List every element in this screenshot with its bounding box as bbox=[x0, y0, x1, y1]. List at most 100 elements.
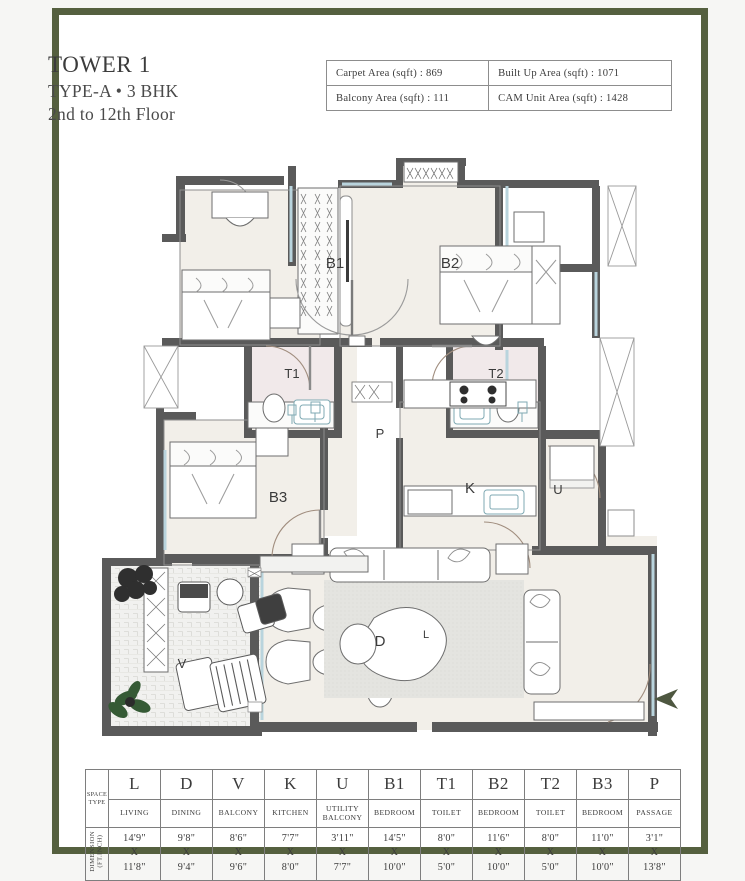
col-name-t1: TOILET bbox=[420, 799, 473, 828]
floor-plan-drawing: B1 B2 T1 T2 P B3 K U V D L bbox=[52, 150, 708, 750]
col-code-b2: B2 bbox=[472, 769, 525, 800]
row-header-dimension: DIMENSION (FT.INCH) bbox=[85, 826, 109, 881]
dim-w: 9'8" bbox=[177, 833, 196, 844]
col-name-v: BALCONY bbox=[212, 799, 265, 828]
plant-icon bbox=[108, 680, 151, 718]
balcony-furniture bbox=[108, 565, 287, 718]
dim-sep: X bbox=[182, 847, 191, 859]
row-header-dimension-label: DIMENSION (FT.INCH) bbox=[89, 831, 104, 873]
dim-w: 3'11" bbox=[331, 833, 354, 844]
col-code-d: D bbox=[160, 769, 213, 800]
dim-h: 10'0" bbox=[591, 861, 614, 873]
page-title: TOWER 1 bbox=[48, 52, 151, 77]
carpet-area-cell: Carpet Area (sqft) : 869 bbox=[325, 60, 490, 86]
table-row: Carpet Area (sqft) : 869 Built Up Area (… bbox=[325, 60, 672, 86]
balcony-area-cell: Balcony Area (sqft) : 111 bbox=[325, 85, 490, 111]
col-name-d: DINING bbox=[160, 799, 213, 828]
room-label-l: L bbox=[423, 629, 429, 641]
dim-sep: X bbox=[598, 847, 607, 859]
table-row-names: LIVING DINING BALCONY KITCHEN UTILITY BA… bbox=[86, 799, 681, 828]
dim-sep: X bbox=[546, 847, 555, 859]
col-name-l: LIVING bbox=[108, 799, 161, 828]
col-code-k: K bbox=[264, 769, 317, 800]
room-label-k: K bbox=[465, 480, 475, 497]
col-dim-d: 9'8" X 9'4" bbox=[160, 826, 213, 881]
dim-w: 7'7" bbox=[281, 833, 300, 844]
col-name-b3: BEDROOM bbox=[576, 799, 629, 828]
room-label-t2: T2 bbox=[488, 366, 503, 381]
cam-unit-area-cell: CAM Unit Area (sqft) : 1428 bbox=[488, 85, 672, 111]
floor-plan-page: TOWER 1 TYPE-A • 3 BHK 2nd to 12th Floor… bbox=[48, 8, 708, 881]
tv-console bbox=[259, 555, 645, 721]
header: TOWER 1 TYPE-A • 3 BHK 2nd to 12th Floor… bbox=[48, 52, 672, 137]
col-code-t2: T2 bbox=[524, 769, 577, 800]
dim-sep: X bbox=[494, 847, 503, 859]
built-up-area-cell: Built Up Area (sqft) : 1071 bbox=[488, 60, 672, 86]
dim-sep: X bbox=[442, 847, 451, 859]
tap-icon bbox=[517, 401, 528, 422]
dim-h: 5'0" bbox=[541, 861, 560, 873]
dim-h: 10'0" bbox=[487, 861, 510, 873]
dim-sep: X bbox=[286, 847, 295, 859]
dim-w: 11'0" bbox=[591, 833, 614, 844]
wardrobes bbox=[143, 161, 459, 673]
col-name-p: PASSAGE bbox=[628, 799, 681, 828]
service-shafts bbox=[143, 185, 637, 447]
dim-h: 10'0" bbox=[383, 861, 406, 873]
dim-w: 14'9" bbox=[123, 833, 146, 844]
room-label-b3: B3 bbox=[269, 489, 287, 506]
dim-w: 14'5" bbox=[383, 833, 406, 844]
col-code-v: V bbox=[212, 769, 265, 800]
table-row-space-type: SPACE TYPE L D V K U B1 T1 B2 T2 B3 P bbox=[85, 769, 681, 828]
dim-h: 7'7" bbox=[333, 861, 352, 873]
room-label-p: P bbox=[376, 426, 385, 441]
unit-type-label: TYPE-A • 3 BHK bbox=[48, 80, 179, 101]
dim-sep: X bbox=[390, 847, 399, 859]
area-summary-table: Carpet Area (sqft) : 869 Built Up Area (… bbox=[325, 60, 672, 111]
room-label-t1: T1 bbox=[284, 366, 299, 381]
dim-w: 11'6" bbox=[487, 833, 510, 844]
plant-icon bbox=[114, 565, 157, 602]
room-label-u: U bbox=[553, 482, 562, 497]
room-label-b1: B1 bbox=[326, 255, 344, 272]
tap-icon bbox=[310, 401, 321, 422]
living-set bbox=[265, 543, 561, 698]
title-block: TOWER 1 TYPE-A • 3 BHK 2nd to 12th Floor bbox=[48, 52, 308, 126]
dim-h: 11'8" bbox=[123, 861, 146, 873]
dim-w: 8'0" bbox=[541, 833, 560, 844]
floor-range-label: 2nd to 12th Floor bbox=[48, 103, 176, 124]
col-dim-k: 7'7" X 8'0" bbox=[264, 826, 317, 881]
col-name-b1: BEDROOM bbox=[368, 799, 421, 828]
col-dim-b2: 11'6" X 10'0" bbox=[472, 826, 525, 881]
direction-arrow-icon bbox=[654, 689, 678, 709]
dim-h: 8'0" bbox=[281, 861, 300, 873]
room-label-d: D bbox=[375, 633, 386, 650]
col-code-l: L bbox=[108, 769, 161, 800]
col-name-u: UTILITY BALCONY bbox=[316, 799, 369, 828]
row-header-space-type-label: SPACE TYPE bbox=[86, 791, 108, 806]
floor-plan-svg: B1 B2 T1 T2 P B3 K U V D L bbox=[102, 158, 658, 736]
table-row: Balcony Area (sqft) : 111 CAM Unit Area … bbox=[325, 85, 672, 111]
dim-sep: X bbox=[650, 847, 659, 859]
col-code-b3: B3 bbox=[576, 769, 629, 800]
col-code-u: U bbox=[316, 769, 369, 800]
col-name-t2: TOILET bbox=[524, 799, 577, 828]
dim-h: 9'4" bbox=[177, 861, 196, 873]
col-dim-u: 3'11" X 7'7" bbox=[316, 826, 369, 881]
col-dim-t2: 8'0" X 5'0" bbox=[524, 826, 577, 881]
col-code-b1: B1 bbox=[368, 769, 421, 800]
room-label-b2: B2 bbox=[441, 255, 459, 272]
col-dim-b3: 11'0" X 10'0" bbox=[576, 826, 629, 881]
row-header-space-type: SPACE TYPE bbox=[85, 769, 109, 828]
col-code-t1: T1 bbox=[420, 769, 473, 800]
room-labels: B1 B2 T1 T2 P B3 K U V D L bbox=[178, 255, 563, 671]
col-name-k: KITCHEN bbox=[264, 799, 317, 828]
dim-w: 8'0" bbox=[437, 833, 456, 844]
dim-sep: X bbox=[338, 847, 347, 859]
furniture bbox=[169, 191, 635, 537]
